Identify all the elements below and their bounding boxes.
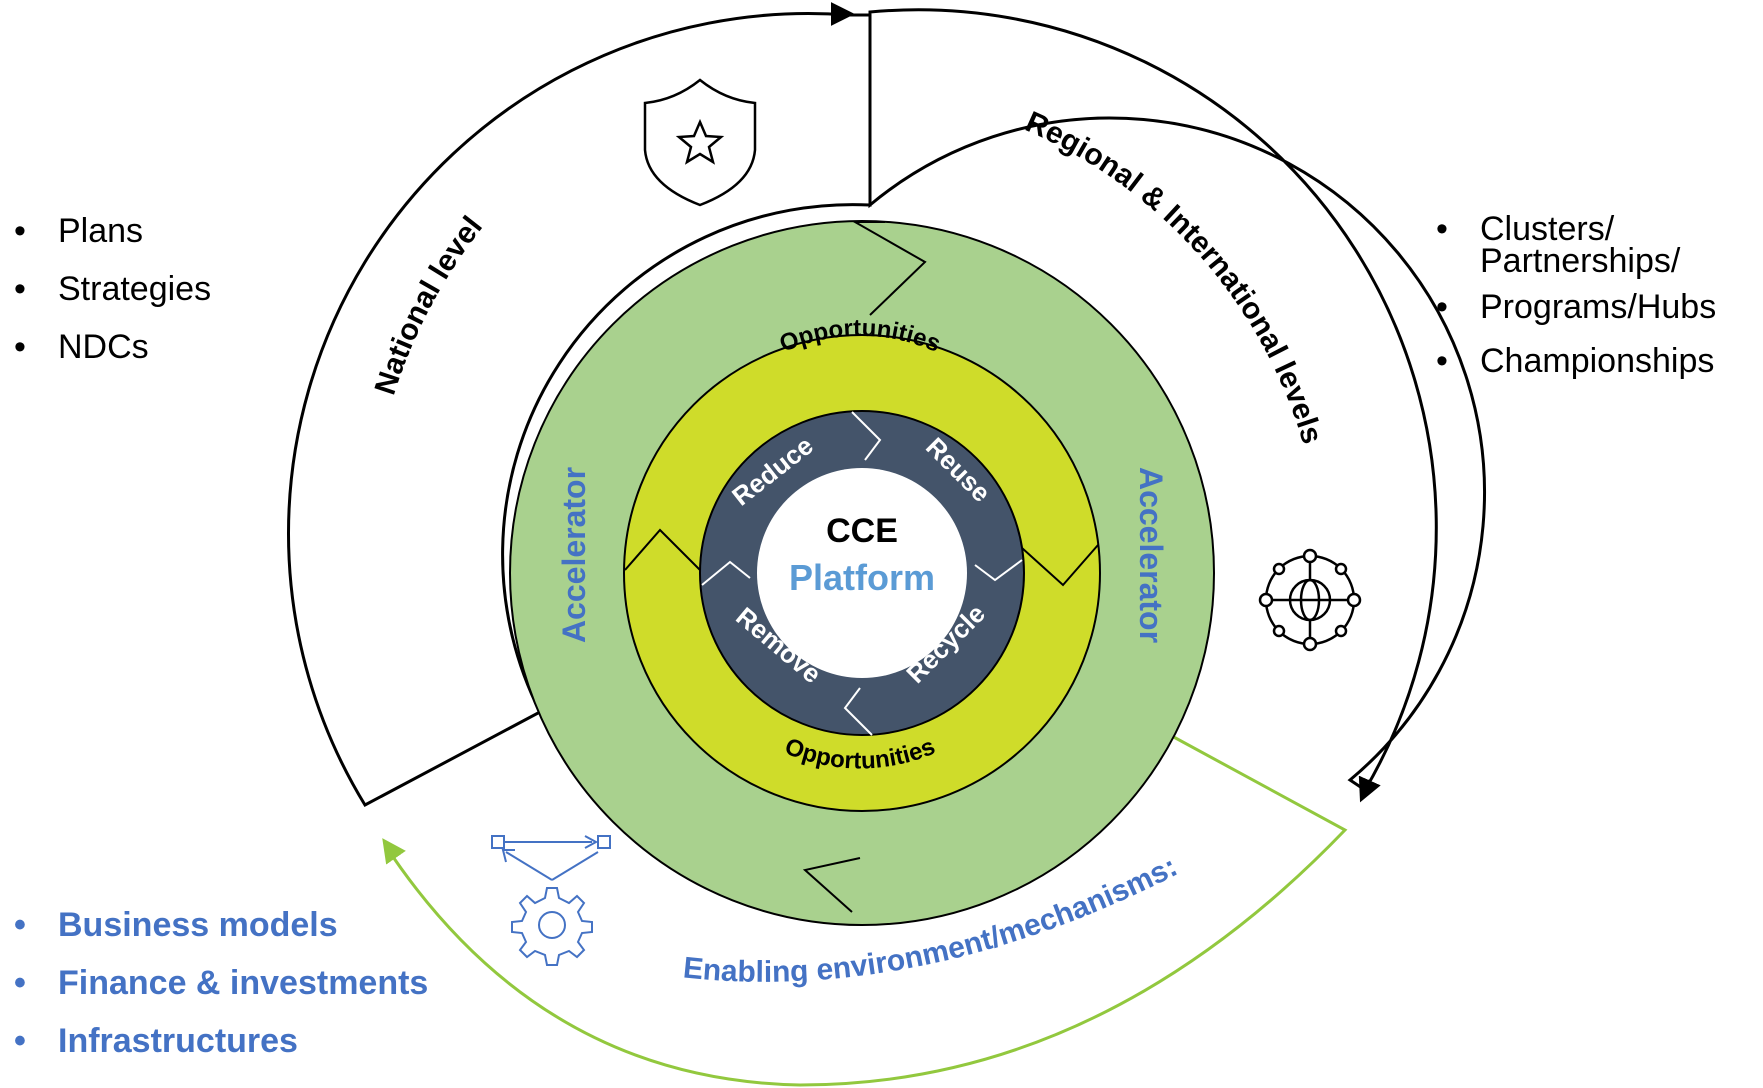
- cycle-split-top: [851, 411, 882, 461]
- gear-workflow-icon: [491, 835, 611, 966]
- list-item: Clusters/: [1430, 202, 1716, 256]
- regional-arrow: [1358, 775, 1381, 803]
- list-item: Business models: [8, 896, 428, 954]
- regional-list: Clusters/ Partnerships/ Programs/Hubs Ch…: [1430, 202, 1716, 388]
- globe-network-icon: [1258, 548, 1362, 652]
- enabling-list: Business models Finance & investments In…: [8, 896, 428, 1070]
- opportunities-split-right: [1021, 544, 1099, 587]
- center-circle: [757, 468, 967, 678]
- shield-star-icon: [643, 78, 757, 207]
- list-item: Programs/Hubs: [1430, 280, 1716, 334]
- list-item: NDCs: [8, 318, 211, 376]
- cycle-split-bottom: [843, 687, 873, 736]
- accelerator-right-label: Accelerator: [1133, 467, 1169, 643]
- national-list: Plans Strategies NDCs: [8, 202, 211, 376]
- opportunities-split-left: [624, 528, 701, 571]
- accelerator-ring-split-bottom: [802, 857, 861, 913]
- regional-level-arc: [868, 8, 1486, 793]
- accelerator-left-label: Accelerator: [556, 467, 592, 643]
- list-item: Partnerships/: [1480, 242, 1681, 280]
- accelerator-ring-split: [851, 221, 927, 316]
- list-item: Strategies: [8, 260, 211, 318]
- enabling-arrow: [382, 838, 406, 865]
- list-item: Plans: [8, 202, 211, 260]
- national-level-arc: [287, 12, 872, 807]
- list-item: Championships: [1430, 334, 1716, 388]
- center-title: CCE: [826, 512, 898, 550]
- list-item: Infrastructures: [8, 1012, 428, 1070]
- cycle-split-right: [974, 559, 1023, 582]
- list-item: Finance & investments: [8, 954, 428, 1012]
- cycle-split-left: [701, 560, 751, 586]
- center-subtitle: Platform: [789, 557, 935, 598]
